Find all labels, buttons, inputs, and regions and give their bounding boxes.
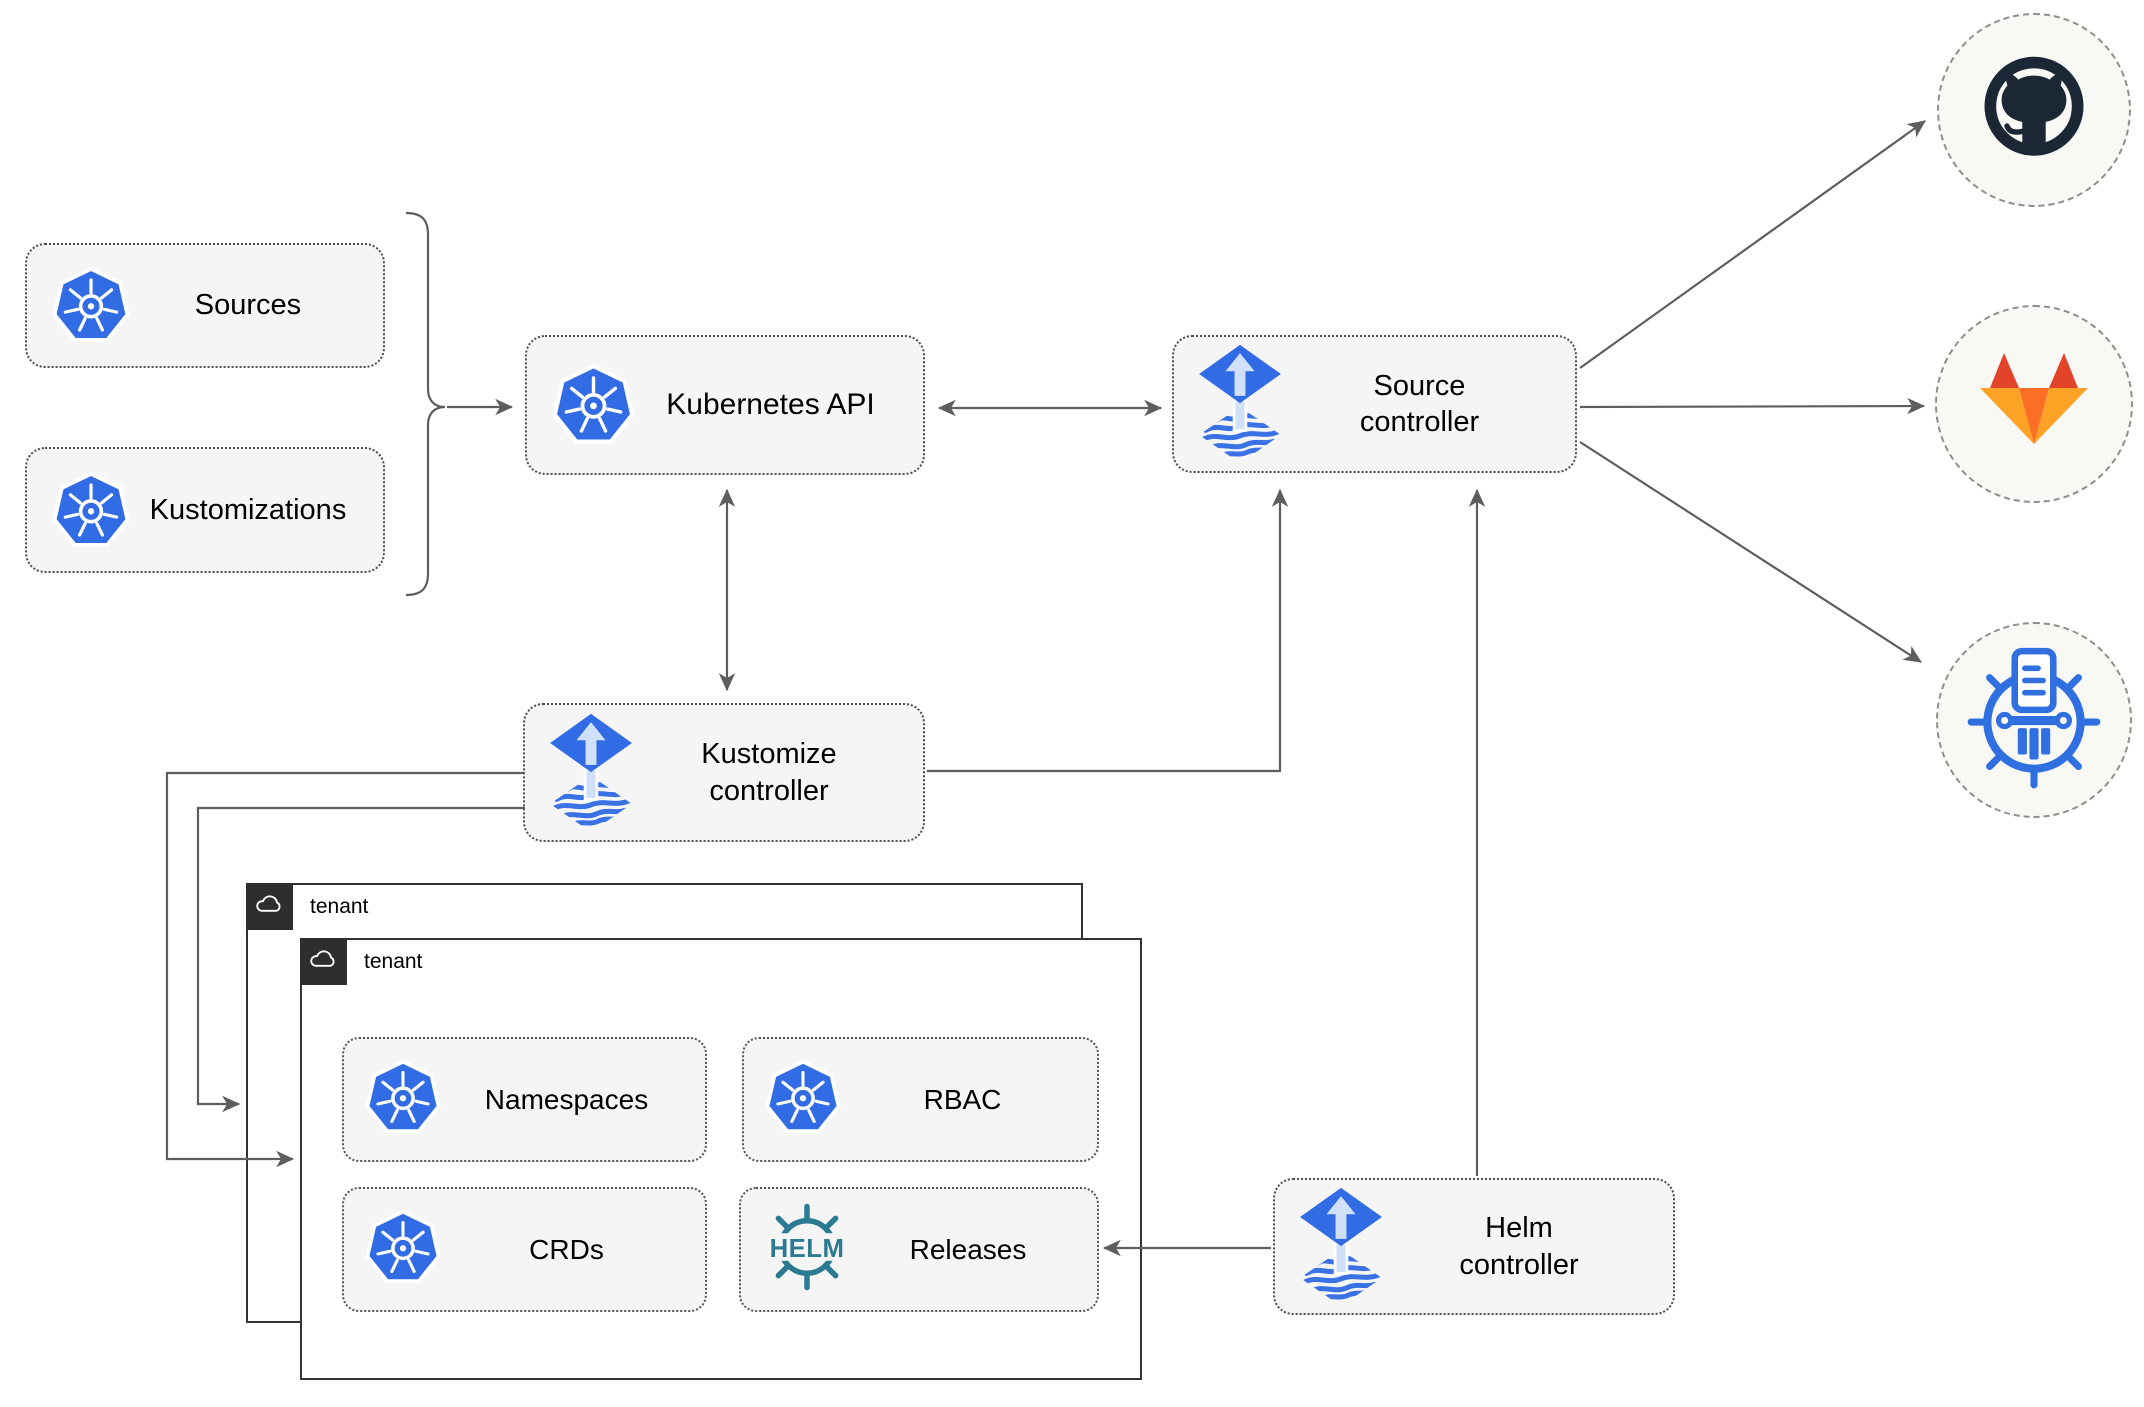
arrow-source-controller-to-github — [1579, 120, 1926, 369]
kubernetes-icon — [364, 1057, 442, 1143]
arrow-source-controller-to-chartmuseum — [1579, 441, 1922, 663]
endpoint-gitlab — [1935, 305, 2133, 503]
node-crds: CRDs — [342, 1187, 707, 1312]
cloud-icon — [308, 948, 339, 975]
flux-icon — [1198, 344, 1282, 464]
node-helm-controller-label: Helm controller — [1459, 1212, 1579, 1281]
node-helm-controller: Helm controller — [1273, 1178, 1675, 1315]
node-crds-label: CRDs — [529, 1233, 604, 1265]
flux-icon — [549, 713, 633, 833]
node-sources-label: Sources — [194, 289, 302, 322]
tenant-front-label: tenant — [364, 949, 423, 973]
node-namespaces: Namespaces — [342, 1037, 707, 1162]
kubernetes-icon — [764, 1057, 842, 1143]
kubernetes-icon — [51, 469, 131, 552]
chartmuseum-icon — [1963, 643, 2105, 798]
cloud-icon — [254, 893, 285, 920]
node-source-controller: Source controller — [1172, 335, 1577, 473]
helm-icon: HELM — [759, 1201, 855, 1298]
node-kustomizations: Kustomizations — [25, 447, 385, 573]
kubernetes-icon — [551, 361, 636, 449]
gitlab-icon — [1974, 350, 2094, 459]
node-kustomize-controller: Kustomize controller — [523, 703, 925, 842]
node-sources: Sources — [25, 243, 385, 368]
node-kubernetes-api: Kubernetes API — [525, 335, 925, 475]
node-source-controller-label: Source controller — [1359, 369, 1480, 438]
node-kustomize-controller-label: Kustomize controller — [701, 738, 837, 807]
left-group-brace — [405, 211, 446, 597]
node-releases: HELM Releases — [739, 1187, 1099, 1312]
flux-icon — [1299, 1187, 1383, 1307]
tenant-back-header — [245, 882, 293, 930]
endpoint-github — [1937, 13, 2131, 207]
tenant-front-header — [299, 937, 347, 985]
node-kubernetes-api-label: Kubernetes API — [666, 388, 875, 422]
endpoint-chartmuseum — [1936, 622, 2132, 818]
arrow-kustomize-controller-to-source-controller — [927, 488, 1289, 773]
tenant-back-label: tenant — [310, 894, 369, 918]
arrow-source-controller-to-gitlab — [1579, 397, 1926, 415]
kubernetes-icon — [51, 264, 131, 347]
node-rbac-label: RBAC — [923, 1083, 1002, 1115]
kubernetes-icon — [364, 1207, 442, 1293]
helm-wordmark: HELM — [770, 1235, 845, 1263]
node-kustomizations-label: Kustomizations — [149, 493, 347, 526]
node-releases-label: Releases — [909, 1233, 1027, 1265]
github-icon — [1971, 45, 2097, 176]
node-rbac: RBAC — [742, 1037, 1099, 1162]
node-namespaces-label: Namespaces — [484, 1083, 649, 1115]
tenant-box-front: tenant Namespaces RBAC CRDs — [299, 937, 1142, 1380]
